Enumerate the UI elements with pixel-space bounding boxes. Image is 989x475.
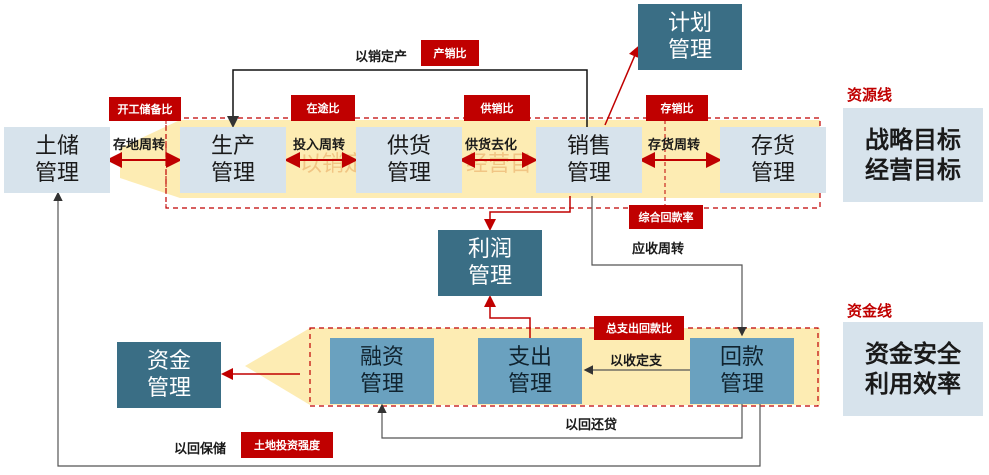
node-supply: 供货管理 [356,127,462,193]
node-plan: 计划管理 [638,4,742,70]
arrow-collection-to-land [53,191,761,467]
section-label-capital: 资金线 [847,302,893,320]
label-guarantee-by-collection: 以回保储 [174,442,227,457]
tag-start-reserve: 开工储备比 [109,97,181,121]
label-collection-to-expense: 以收定支 [610,354,663,369]
arrow-sales-to-collection [591,196,747,337]
arrow-expense-to-profit [484,295,531,338]
tag-land-investment: 土地投资强度 [241,432,333,458]
capital-dashed-frame [309,327,819,407]
node-funds: 资金管理 [117,342,221,408]
tag-stock-sales: 存销比 [646,95,708,121]
tag-prod-sales: 产销比 [421,40,479,66]
tag-total-collection: 综合回款率 [629,205,703,229]
node-inventory: 存货管理 [720,127,826,193]
arrow-collection-to-financing [377,403,743,439]
node-sales: 销售管理 [536,127,642,193]
arrow-sales-to-profit [484,196,571,231]
label-repay-by-collection: 以回还贷 [565,418,618,433]
goal-panel-resource: 战略目标经营目标 [843,108,983,202]
node-land: 土储管理 [4,127,110,193]
label-input-turnover: 投入周转 [293,138,346,153]
node-production: 生产管理 [180,127,286,193]
label-receivable-turnover: 应收周转 [632,242,685,257]
tag-expense-collection: 总支出回款比 [594,316,684,340]
arrow-sales-to-production [227,69,588,128]
label-inventory-turnover: 存货周转 [648,138,701,153]
label-supply-destock: 供货去化 [465,138,518,153]
node-financing: 融资管理 [330,338,434,404]
tag-in-progress: 在途比 [291,95,355,121]
node-profit: 利润管理 [438,230,542,296]
node-expense: 支出管理 [478,338,582,404]
arrow-sales-to-plan [604,45,640,126]
goal-panel-capital: 资金安全利用效率 [843,322,983,416]
label-land-turnover: 存地周转 [113,138,166,153]
node-collection: 回款管理 [690,338,794,404]
label-sales-to-production: 以销定产 [355,50,408,65]
section-label-resource: 资源线 [847,86,893,104]
tag-supply-sales: 供销比 [464,95,530,121]
